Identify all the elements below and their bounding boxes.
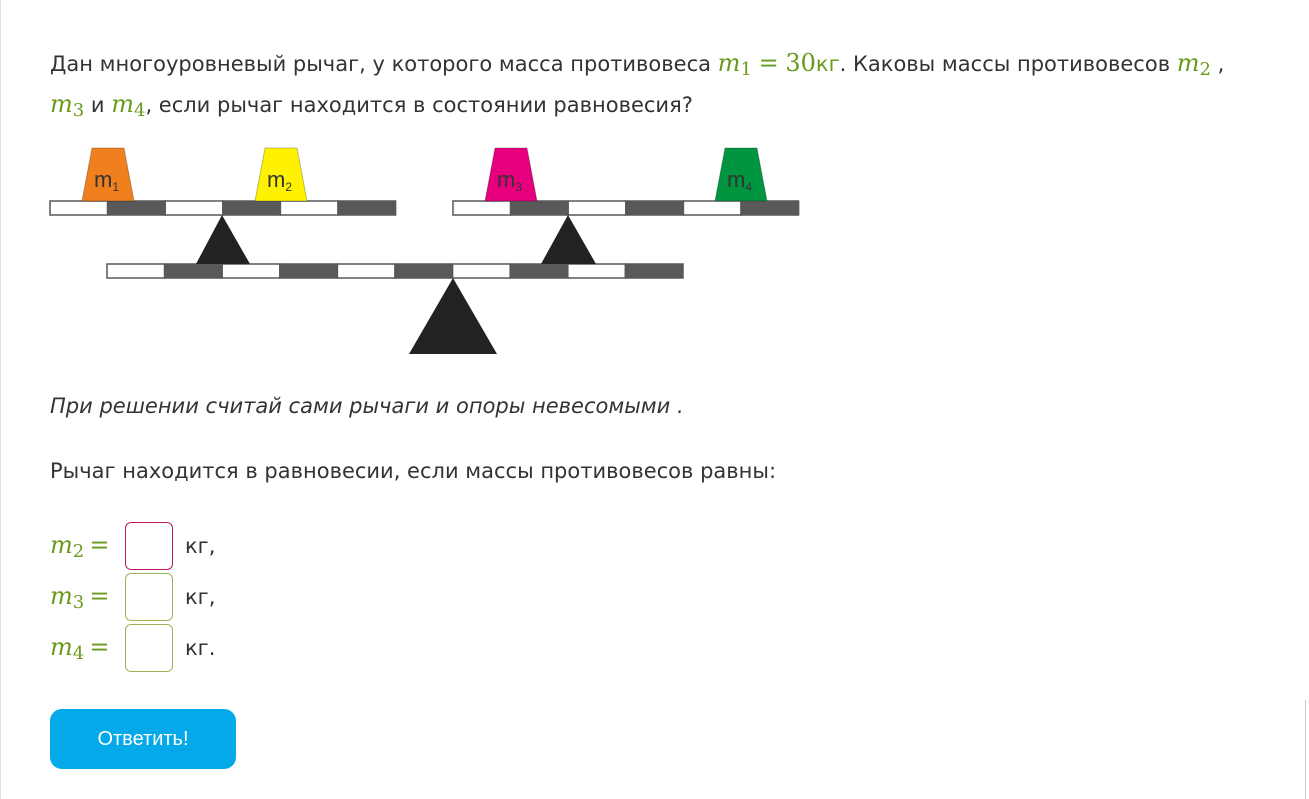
var-m2: m2 [1176,49,1211,80]
lever-bottom-segment [624,263,684,279]
weight-m4 [714,147,768,202]
lever-bottom-segment [509,263,569,279]
var-m3: m3 [50,90,85,121]
lever-top-right-segment [682,200,742,216]
var-m1: m1 [717,49,752,80]
fulcrum-main [409,278,497,354]
m2-input[interactable] [125,522,173,570]
scrollbar-edge [1305,700,1306,799]
lever-bottom-segment [106,263,166,279]
lever-top-right-segment [625,200,685,216]
lever-bottom-segment [279,263,339,279]
lever-top-left-segment [106,200,166,216]
lever-top-left-segment [49,200,109,216]
lever-top-left-segment [337,200,397,216]
answer-row-m4: m4 = кг. [50,623,215,673]
lever-top-left-segment [164,200,224,216]
left-border [0,0,1,799]
lever-top-right-segment [452,200,512,216]
prompt-text: Рычаг находится в равновесии, если массы… [50,459,777,483]
var-m4: m4 [111,90,146,121]
question-text: Дан многоуровневый рычаг, у которого мас… [50,49,1225,121]
lever-bottom-segment [336,263,396,279]
fulcrum-left [196,215,250,264]
lever-bottom-segment [451,263,511,279]
m4-input[interactable] [125,624,173,672]
lever-bottom-segment [163,263,223,279]
lever-top-right-segment [567,200,627,216]
weight-m2 [254,147,308,202]
answer-row-m3: m3 = кг, [50,572,215,622]
m3-input[interactable] [125,573,173,621]
lever-top-left-segment [222,200,282,216]
lever-bottom-segment [221,263,281,279]
weight-m3 [484,147,538,202]
lever-top-right-segment [509,200,569,216]
hint-text: При решении считай сами рычаги и опоры н… [50,394,684,418]
lever-top-left-segment [279,200,339,216]
fulcrum-right [541,215,596,264]
lever-top-right-segment [740,200,800,216]
answer-row-m2: m2 = кг, [50,521,215,571]
lever-bottom-segment [567,263,627,279]
weight-m1 [81,147,135,202]
lever-bottom-segment [394,263,454,279]
submit-button[interactable]: Ответить! [50,709,236,769]
